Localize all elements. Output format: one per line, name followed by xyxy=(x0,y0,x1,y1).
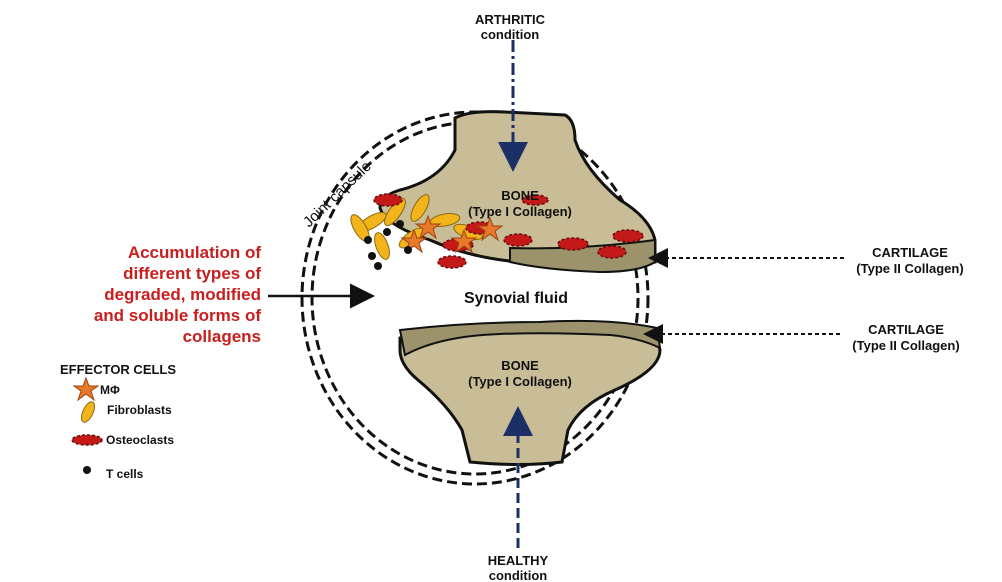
osteoclast-icon xyxy=(72,435,102,445)
osteoclast-cell xyxy=(438,256,466,268)
legend-item-macrophage: MΦ xyxy=(100,383,120,397)
t-cell xyxy=(383,228,391,236)
arthritic-subtitle: condition xyxy=(481,27,540,42)
t-cell xyxy=(404,246,412,254)
accumulation-line-5: collagens xyxy=(183,327,261,346)
star-icon xyxy=(74,378,98,400)
t-cell xyxy=(364,236,372,244)
t-cell xyxy=(368,252,376,260)
healthy-subtitle: condition xyxy=(489,568,548,582)
synovial-fluid-label: Synovial fluid xyxy=(464,290,568,307)
cartilage-bottom-label: CARTILAGE xyxy=(868,322,944,337)
accumulation-line-4: and soluble forms of xyxy=(94,306,262,325)
legend-item-t-cells: T cells xyxy=(106,467,144,481)
t-cell xyxy=(374,262,382,270)
legend-item-fibroblasts: Fibroblasts xyxy=(107,403,172,417)
legend: EFFECTOR CELLS MΦ Fibroblasts Osteoclast… xyxy=(60,362,176,481)
cartilage-top-label: CARTILAGE xyxy=(872,245,948,260)
healthy-title: HEALTHY xyxy=(488,553,549,568)
accumulation-line-1: Accumulation of xyxy=(128,243,262,262)
dot-icon xyxy=(83,466,91,474)
legend-title: EFFECTOR CELLS xyxy=(60,362,176,377)
bottom-bone-label: BONE xyxy=(501,358,539,373)
bottom-bone-collagen-label: (Type I Collagen) xyxy=(468,374,572,389)
bottom-bone xyxy=(400,321,660,465)
t-cell xyxy=(396,220,404,228)
osteoclast-cell xyxy=(558,238,588,250)
top-bone-collagen-label: (Type I Collagen) xyxy=(468,204,572,219)
osteoclast-cell xyxy=(504,234,532,246)
cartilage-top-collagen-label: (Type II Collagen) xyxy=(856,261,963,276)
arthritic-title: ARTHRITIC xyxy=(475,12,546,27)
accumulation-line-2: different types of xyxy=(123,264,261,283)
fibroblast-icon xyxy=(79,400,97,424)
legend-item-osteoclasts: Osteoclasts xyxy=(106,433,174,447)
cartilage-bottom-collagen-label: (Type II Collagen) xyxy=(852,338,959,353)
top-bone-label: BONE xyxy=(501,188,539,203)
osteoclast-cell xyxy=(598,246,626,258)
osteoclast-cell xyxy=(613,230,643,242)
osteoclast-cell xyxy=(374,194,402,206)
accumulation-line-3: degraded, modified xyxy=(104,285,261,304)
